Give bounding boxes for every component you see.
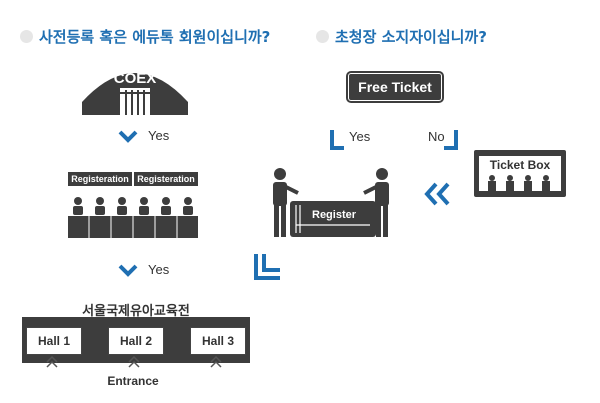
double-chevron-up-icon [210,355,222,368]
question-invitation-text: 초청장 소지자이십니까? [335,28,487,46]
hall-3: Hall 3 [190,327,246,355]
hall-bar: Hall 1 Hall 2 Hall 3 [22,317,250,363]
coex-building-icon: COEX [82,60,188,115]
question-invitation: 초청장 소지자이십니까? [316,26,487,47]
check-icon [316,30,329,43]
double-chevron-up-icon [128,355,140,368]
no-label: No [428,129,445,144]
yes-label: Yes [349,129,371,144]
double-chevron-down-left-icon [254,254,280,280]
venue-title: 서울국제유아교육전 [82,304,190,319]
hall-2: Hall 2 [108,327,164,355]
yes-label: Yes [148,262,170,277]
corner-arrow-icon [444,130,458,150]
free-ticket-badge: Free Ticket [348,73,442,101]
double-chevron-left-icon [424,182,450,206]
flow-yes-bottom: Yes [118,262,169,277]
double-chevron-up-icon [46,355,58,368]
question-preregistered-text: 사전등록 혹은 에듀톡 회원이십니까? [39,28,271,46]
registration-label: Registeration [68,172,132,186]
free-ticket-label: Free Ticket [358,79,432,95]
registration-desks-icon: Registeration Registeration [68,172,198,238]
check-icon [20,30,33,43]
registration-label: Registeration [134,172,198,186]
flow-yes-top: Yes [118,128,169,143]
hall-1: Hall 1 [26,327,82,355]
ticket-box-label: Ticket Box [489,158,551,172]
question-preregistered: 사전등록 혹은 에듀톡 회원이십니까? [20,26,270,47]
chevron-down-icon [118,130,138,143]
entrance-label: Entrance [107,374,159,388]
register-label: Register [312,209,357,221]
register-desk-icon: Register [270,165,392,239]
coex-label: COEX [113,70,157,87]
corner-arrow-icon [330,130,344,150]
chevron-down-icon [118,264,138,277]
ticket-box-icon: Ticket Box [474,150,566,197]
yes-label: Yes [148,128,170,143]
